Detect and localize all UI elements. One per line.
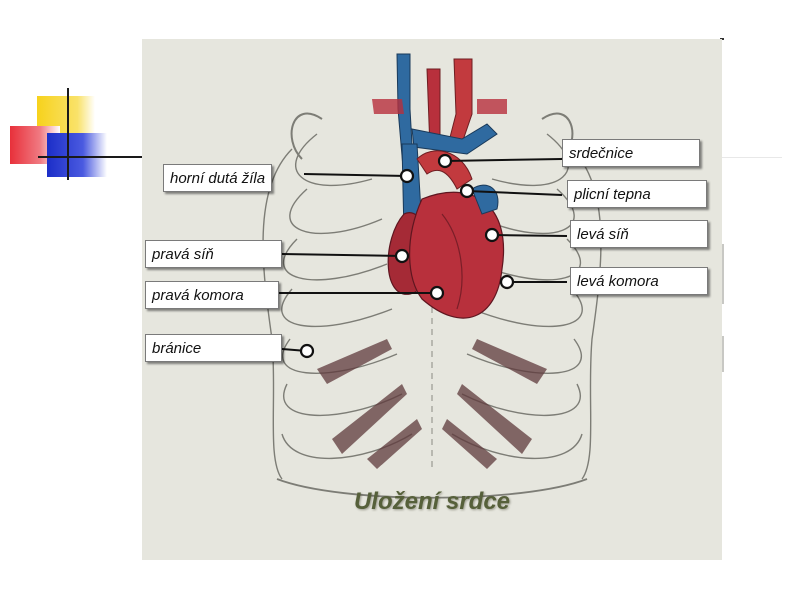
diaphragm-shading: [317, 339, 547, 469]
decor-horizontal-rule: [38, 156, 148, 158]
label-srdecnice: srdečnice: [562, 139, 700, 167]
label-prava-sin: pravá síň: [145, 240, 282, 268]
decor-vertical-rule: [67, 88, 69, 180]
label-prava-komora: pravá komora: [145, 281, 279, 309]
label-horni-duta-zila: horní dutá žíla: [163, 164, 273, 192]
diagram-title: Uložení srdce: [353, 488, 511, 515]
chest-drawing: [262, 53, 602, 499]
decor-blue-square: [47, 133, 107, 177]
label-leva-komora: levá komora: [570, 267, 708, 295]
leader-dots: [299, 153, 515, 359]
leader-lines: [277, 158, 568, 352]
decor-top-tick: [720, 38, 724, 40]
decor-side-sliver: [720, 244, 724, 304]
label-branice: bránice: [145, 334, 282, 362]
decor-horizontal-rule-right: [722, 157, 782, 158]
label-plicni-tepna: plicní tepna: [567, 180, 707, 208]
label-leva-sin: levá síň: [570, 220, 708, 248]
decor-side-sliver-lower: [720, 336, 724, 372]
heart-illustration: horní dutá žíla srdečnice plicní tepna p…: [142, 39, 722, 560]
